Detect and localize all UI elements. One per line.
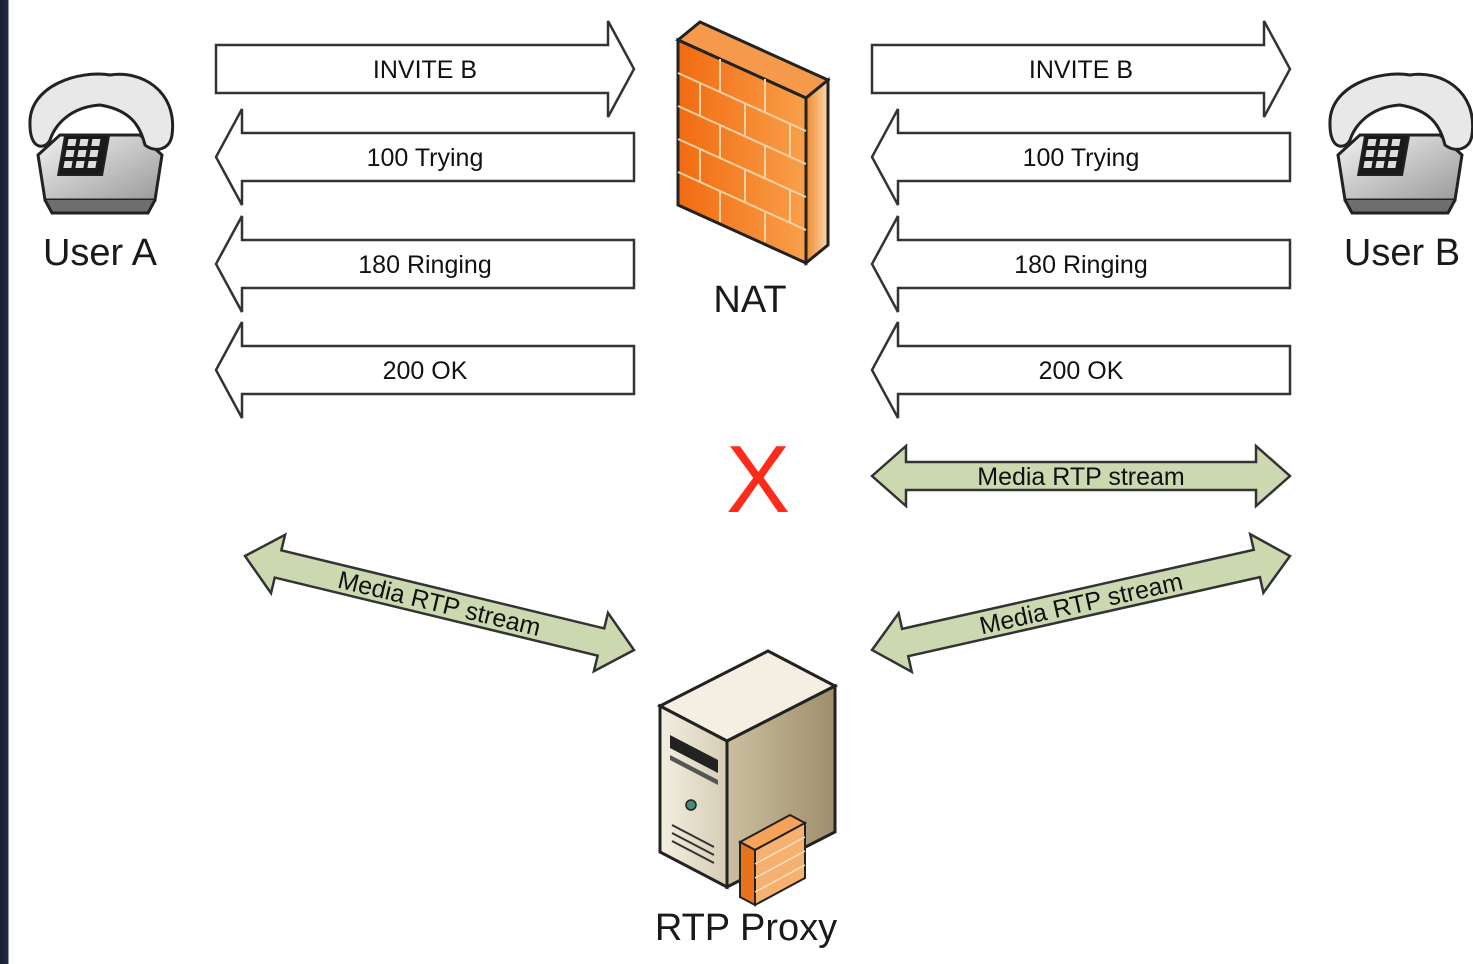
signaling-arrows-left: INVITE B 100 Trying 180 Ringing 200 OK — [214, 20, 636, 419]
blocked-mark: X — [726, 426, 790, 533]
arrow-label: 180 Ringing — [358, 251, 491, 279]
media-stream-proxy-right: Media RTP stream — [870, 531, 1292, 675]
block-arrow-shape — [214, 215, 636, 313]
server-icon — [656, 649, 839, 907]
signaling-arrows-right: INVITE B 100 Trying 180 Ringing 200 OK — [870, 20, 1292, 419]
arrow-label: INVITE B — [1029, 56, 1133, 84]
arrow-label: 100 Trying — [1023, 144, 1140, 172]
stream-label: Media RTP stream — [335, 566, 543, 642]
signal-arrow-left-2: 180 Ringing — [214, 215, 636, 313]
arrow-label: INVITE B — [373, 56, 477, 84]
firewall-icon — [675, 20, 831, 267]
double-arrow-shape — [243, 532, 636, 674]
block-arrow-shape — [870, 215, 1292, 313]
stream-label: Media RTP stream — [977, 463, 1184, 491]
signal-arrow-right-0: INVITE B — [870, 20, 1292, 118]
media-stream-direct: Media RTP stream — [870, 443, 1292, 509]
arrow-label: 100 Trying — [367, 144, 484, 172]
double-arrow-shape — [870, 443, 1292, 509]
block-arrow-shape — [870, 108, 1292, 206]
media-stream-proxy-left: Media RTP stream — [243, 532, 636, 674]
signal-arrow-left-0: INVITE B — [214, 20, 636, 118]
signal-arrow-right-1: 100 Trying — [870, 108, 1292, 206]
block-arrow-shape — [214, 20, 636, 118]
signal-arrow-right-3: 200 OK — [870, 321, 1292, 419]
arrow-label: 200 OK — [383, 357, 468, 385]
block-arrow-shape — [870, 20, 1292, 118]
user-a-label: User A — [43, 232, 158, 274]
telephone-icon — [28, 72, 175, 215]
rtp-proxy-label: RTP Proxy — [655, 907, 837, 949]
signal-arrow-left-1: 100 Trying — [214, 108, 636, 206]
arrow-label: 180 Ringing — [1014, 251, 1147, 279]
double-arrow-shape — [870, 531, 1292, 675]
block-arrow-shape — [870, 321, 1292, 419]
nat-label: NAT — [713, 279, 786, 321]
signal-arrow-right-2: 180 Ringing — [870, 215, 1292, 313]
signal-arrow-left-3: 200 OK — [214, 321, 636, 419]
arrow-label: 200 OK — [1039, 357, 1124, 385]
block-arrow-shape — [214, 321, 636, 419]
telephone-icon — [1328, 72, 1473, 215]
user-b-label: User B — [1344, 232, 1460, 274]
block-arrow-shape — [214, 108, 636, 206]
